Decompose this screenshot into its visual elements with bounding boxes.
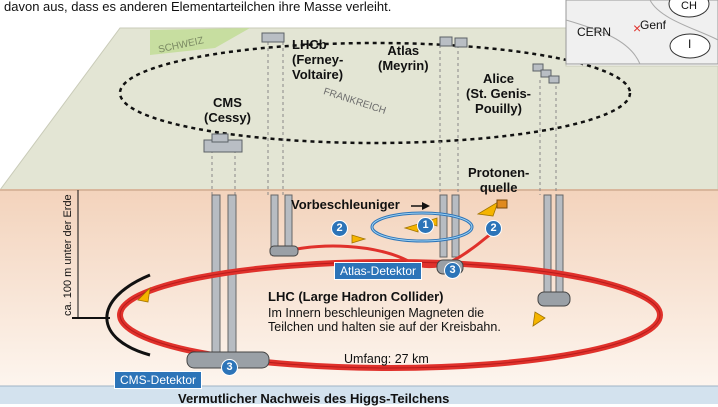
proton-source: [496, 199, 508, 209]
bottom-caption: Vermutlicher Nachweis des Higgs-Teilchen…: [178, 391, 450, 406]
map-ch-label: CH: [681, 0, 697, 12]
preaccelerator-path: [271, 228, 501, 269]
surface-ring-outline: [118, 41, 632, 145]
protonenquelle-label: Protonen- quelle: [468, 165, 530, 195]
depth-label: ca. 100 m unter der Erde: [62, 194, 74, 316]
atlas-detektor-badge: Atlas-Detektor: [334, 262, 423, 280]
site-lhcb: LHCb (Ferney- Voltaire): [292, 37, 344, 82]
site-atlas: Atlas (Meyrin): [378, 43, 429, 73]
map-cern-label: CERN: [577, 25, 612, 39]
step-3-marker-atlas: 3: [444, 262, 461, 279]
beam-arrows: [137, 201, 546, 327]
surface-buildings: [203, 32, 560, 153]
step-1-marker: 1: [417, 217, 434, 234]
shafts: [211, 42, 557, 195]
step-2-marker-right: 2: [485, 220, 502, 237]
map-inset: ×: [565, 0, 718, 65]
map-genf-label: Genf: [640, 18, 667, 32]
step-3-marker-cms: 3: [221, 359, 238, 376]
site-cms: CMS (Cessy): [204, 95, 251, 125]
intro-text: davon aus, dass es anderen Elementarteil…: [4, 0, 392, 14]
umfang-label: Umfang: 27 km: [344, 352, 429, 366]
switzerland-area: [150, 28, 250, 55]
step-2-marker-left: 2: [331, 220, 348, 237]
lhc-description: Im Innern beschleunigen Magneten die Tei…: [268, 306, 501, 335]
cms-detektor-badge: CMS-Detektor: [114, 371, 203, 389]
svg-text:×: ×: [633, 20, 641, 36]
lhc-title: LHC (Large Hadron Collider): [268, 289, 444, 304]
site-alice: Alice (St. Genis- Pouilly): [466, 71, 532, 116]
caption-strip: [0, 386, 718, 404]
map-i-label: I: [688, 37, 692, 51]
vorbeschleuniger-label: Vorbeschleuniger: [291, 197, 400, 212]
underground-slab: [0, 190, 718, 386]
